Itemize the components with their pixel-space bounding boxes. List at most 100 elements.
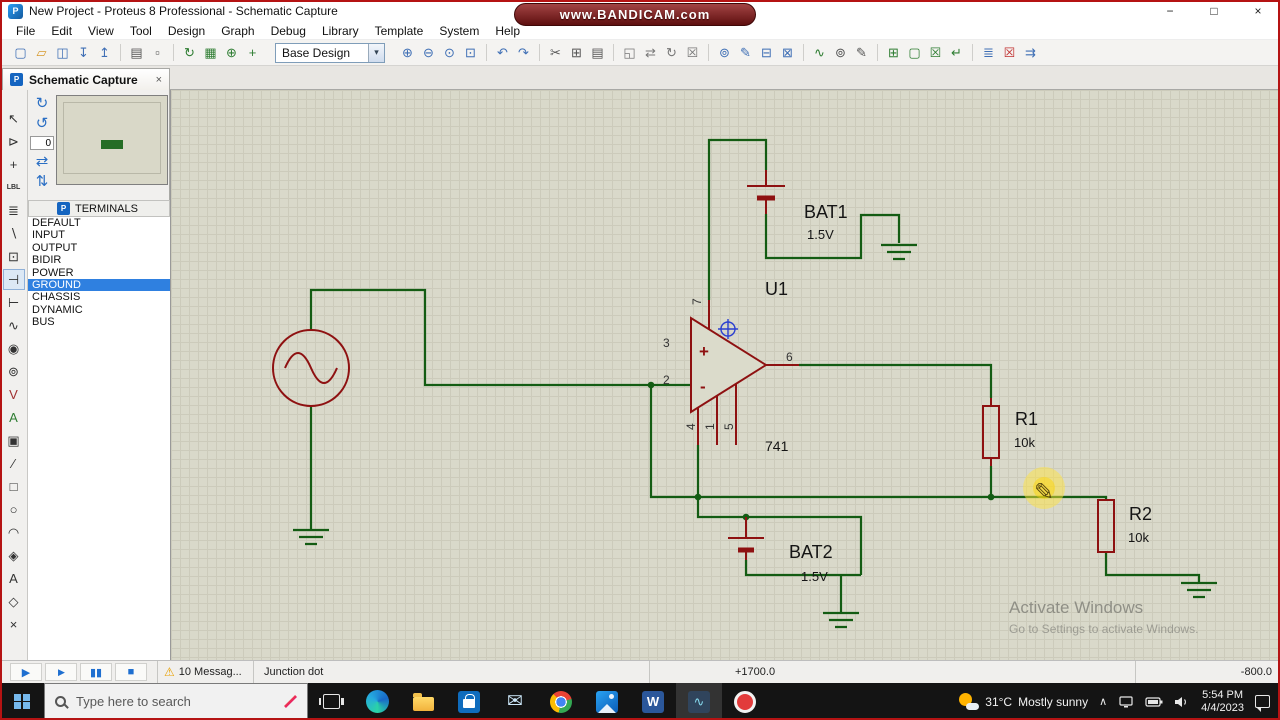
menu-help[interactable]: Help (495, 23, 521, 38)
electrical-rule-check-icon[interactable]: ☒ (1003, 44, 1016, 60)
terminals-mode-icon[interactable]: ⊣ (2, 269, 25, 290)
terminal-ground[interactable]: GROUND (28, 278, 170, 292)
terminal-default[interactable]: DEFAULT (32, 217, 81, 229)
tab-close-icon[interactable]: × (155, 73, 162, 86)
pick-parts-icon[interactable]: ⊚ (719, 44, 730, 60)
sine-source-component[interactable] (272, 329, 350, 407)
taskbar-store[interactable] (446, 683, 492, 720)
r1-component[interactable]: R1 10k (982, 398, 1038, 466)
block-move-icon[interactable]: ⇄ (645, 44, 656, 60)
opamp-741-component[interactable]: + - 3 2 7 6 4 1 5 U1 741 (663, 279, 799, 454)
action-center-icon[interactable] (1255, 695, 1270, 712)
menu-tool[interactable]: Tool (129, 23, 152, 38)
undo-icon[interactable]: ↶ (497, 44, 508, 60)
close-button[interactable]: × (1254, 4, 1262, 18)
box-2d-icon[interactable]: □ (9, 479, 18, 494)
remove-sheet-icon[interactable]: ☒ (929, 44, 942, 60)
mirror-vertical-icon[interactable]: ⇅ (35, 173, 49, 190)
taskbar-search[interactable] (44, 683, 308, 720)
design-select[interactable]: Base Design ▾ (275, 42, 385, 63)
property-assignment-icon[interactable]: ✎ (856, 44, 867, 60)
taskbar-word[interactable]: W (630, 683, 676, 720)
minimize-button[interactable]: − (1166, 4, 1174, 18)
packaging-tool-icon[interactable]: ⊟ (761, 44, 772, 60)
search-tag-icon[interactable]: ⊚ (835, 44, 846, 60)
component-mode-icon[interactable]: ⊳ (8, 133, 19, 149)
menu-graph[interactable]: Graph (221, 23, 255, 38)
wires[interactable] (309, 138, 1201, 613)
instruments-mode-icon[interactable]: ▣ (7, 432, 20, 448)
copy-icon[interactable]: ⊞ (571, 44, 582, 60)
new-sheet-icon[interactable]: ▢ (908, 44, 921, 60)
taskbar-bandicam[interactable] (722, 683, 768, 720)
start-button[interactable] (0, 683, 44, 720)
ground-symbols[interactable] (293, 243, 1217, 629)
menu-system[interactable]: System (439, 23, 480, 38)
export-icon[interactable]: ↥ (99, 44, 110, 60)
taskbar-proteus[interactable]: ∿ (676, 683, 722, 720)
cut-icon[interactable]: ✂ (550, 44, 561, 60)
menu-debug[interactable]: Debug (270, 23, 306, 38)
menu-edit[interactable]: Edit (51, 23, 73, 38)
terminal-power[interactable]: POWER (32, 266, 74, 279)
bat1-component[interactable]: BAT1 1.5V (747, 170, 848, 242)
bat2-component[interactable]: BAT2 1.5V (728, 517, 833, 584)
circle-2d-icon[interactable]: ○ (9, 502, 18, 517)
zoom-all-icon[interactable]: ⊙ (444, 44, 455, 60)
wire-autorouter-icon[interactable]: ∿ (814, 44, 825, 60)
task-view-button[interactable] (308, 683, 354, 720)
weather-widget[interactable]: 31°C Mostly sunny (959, 692, 1088, 712)
device-pins-mode-icon[interactable]: ⊢ (7, 294, 20, 310)
tab-schematic-capture[interactable]: P Schematic Capture × (2, 68, 170, 90)
selection-mode-icon[interactable]: ↖ (8, 110, 19, 126)
current-probe-mode-icon[interactable]: A (9, 410, 18, 425)
menu-library[interactable]: Library (321, 23, 359, 38)
taskbar-chrome[interactable] (538, 683, 584, 720)
toggle-grid-icon[interactable]: ▦ (204, 44, 217, 60)
menu-design[interactable]: Design (167, 23, 206, 38)
generator-mode-icon[interactable]: ⊚ (8, 363, 19, 379)
marker-2d-icon[interactable]: × (9, 617, 18, 632)
search-input[interactable] (74, 693, 276, 710)
schematic-canvas[interactable]: + - 3 2 7 6 4 1 5 U1 741 BAT1 1.5V B (170, 90, 1280, 660)
terminal-chassis[interactable]: CHASSIS (32, 291, 81, 304)
menu-template[interactable]: Template (374, 23, 424, 38)
paste-icon[interactable]: ▤ (591, 44, 604, 60)
volume-icon[interactable] (1174, 696, 1190, 708)
line-2d-icon[interactable]: ∕ (12, 456, 15, 471)
tape-recorder-mode-icon[interactable]: ◉ (7, 340, 20, 356)
rotate-ccw-icon[interactable]: ↺ (35, 115, 49, 132)
terminal-bus[interactable]: BUS (32, 316, 55, 329)
block-copy-icon[interactable]: ◱ (623, 44, 636, 60)
block-delete-icon[interactable]: ☒ (686, 44, 699, 60)
message-counter[interactable]: ⚠ 10 Messag... (158, 661, 254, 683)
junction-dot-mode-icon[interactable]: + (9, 157, 18, 172)
make-device-icon[interactable]: ✎ (740, 44, 751, 60)
wire-label-mode-icon[interactable]: LBL (6, 184, 21, 191)
redraw-icon[interactable]: ↻ (184, 44, 195, 60)
center-at-cursor-icon[interactable]: + (248, 45, 257, 60)
mirror-horizontal-icon[interactable]: ⇄ (35, 153, 49, 170)
zoom-area-icon[interactable]: ⊡ (465, 44, 476, 60)
step-button[interactable]: ▶ (45, 663, 77, 681)
new-design-icon[interactable]: ▢ (14, 44, 27, 60)
maximize-button[interactable]: □ (1210, 4, 1218, 18)
print-icon[interactable]: ▤ (130, 44, 143, 60)
taskbar-file-explorer[interactable] (400, 683, 446, 720)
r2-component[interactable]: R2 10k (1097, 499, 1152, 553)
battery-icon[interactable] (1145, 696, 1163, 708)
text-2d-icon[interactable]: A (9, 571, 18, 586)
graph-mode-icon[interactable]: ∿ (8, 317, 19, 333)
decompose-icon[interactable]: ⊠ (782, 44, 793, 60)
goto-sheet-icon[interactable]: ↵ (951, 44, 962, 60)
netlist-icon[interactable]: ⇉ (1025, 44, 1036, 60)
terminal-bidir[interactable]: BIDIR (32, 254, 62, 267)
combo-arrow-icon[interactable]: ▾ (368, 43, 384, 62)
block-rotate-icon[interactable]: ↻ (666, 44, 677, 60)
terminal-input[interactable]: INPUT (32, 229, 65, 242)
buses-mode-icon[interactable]: ∖ (9, 225, 18, 241)
play-button[interactable]: ▶ (10, 663, 42, 681)
terminal-output[interactable]: OUTPUT (32, 241, 78, 254)
voltage-probe-mode-icon[interactable]: V (9, 387, 18, 402)
bill-of-materials-icon[interactable]: ≣ (983, 44, 994, 60)
